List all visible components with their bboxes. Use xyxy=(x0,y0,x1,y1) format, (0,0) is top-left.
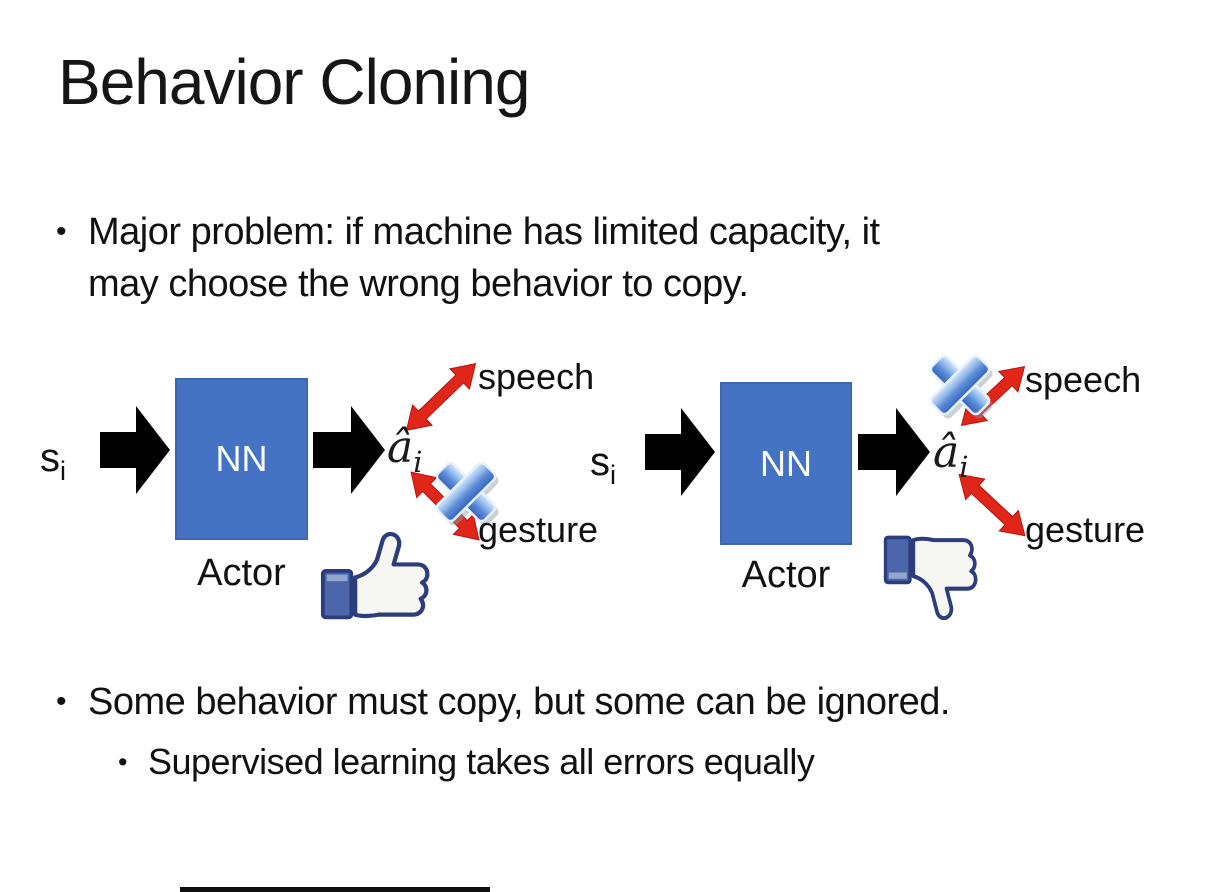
cross-icon xyxy=(435,461,497,523)
bullet-marker: • xyxy=(56,685,67,718)
bullet-text-line: may choose the wrong behavior to copy. xyxy=(88,263,749,305)
predicted-action-label: âi xyxy=(933,427,969,484)
bullet-major-problem: • Major problem: if machine has limited … xyxy=(56,206,880,310)
state-label: si xyxy=(590,440,616,490)
diagram-left-graphics xyxy=(100,363,499,620)
sub-bullet-supervised: • Supervised learning takes all errors e… xyxy=(118,738,815,786)
speech-arrow-icon xyxy=(405,363,477,431)
bullet-text-line: Major problem: if machine has limited ca… xyxy=(88,211,880,253)
state-label: si xyxy=(40,436,66,486)
actor-label: Actor xyxy=(741,554,831,596)
gesture-arrow-icon xyxy=(958,473,1026,537)
input-arrow-icon xyxy=(100,406,170,494)
output-arrow-icon xyxy=(858,408,930,496)
output-arrow-icon xyxy=(313,406,385,494)
thumbs-up-icon xyxy=(320,531,430,620)
bottom-cutoff-line xyxy=(180,887,490,892)
gesture-label: gesture xyxy=(1025,509,1146,550)
speech-label: speech xyxy=(1025,359,1142,400)
diagram-right: si NN Actor âi speech gesture xyxy=(575,340,1195,640)
nn-label: NN xyxy=(760,442,812,484)
nn-box: NN xyxy=(720,382,852,545)
nn-label: NN xyxy=(215,438,268,479)
gesture-label: gesture xyxy=(478,509,599,550)
cross-icon xyxy=(929,354,991,416)
predicted-action-label: âi xyxy=(387,422,423,479)
bullet-text-line: Supervised learning takes all errors equ… xyxy=(148,741,815,782)
nn-box: NN xyxy=(175,378,308,540)
bullet-text-line: Some behavior must copy, but some can be… xyxy=(88,681,950,723)
thumbs-down-icon xyxy=(883,535,978,621)
bullet-some-behavior: • Some behavior must copy, but some can … xyxy=(56,676,950,728)
actor-label: Actor xyxy=(197,552,286,594)
diagram-right-graphics xyxy=(645,354,1026,621)
bullet-marker: • xyxy=(118,747,128,777)
speech-label: speech xyxy=(478,356,595,397)
bullet-marker: • xyxy=(56,215,67,248)
diagram-left: si NN Actor âi speech gesture xyxy=(30,340,620,640)
input-arrow-icon xyxy=(645,408,715,496)
slide-title: Behavior Cloning xyxy=(58,46,530,118)
